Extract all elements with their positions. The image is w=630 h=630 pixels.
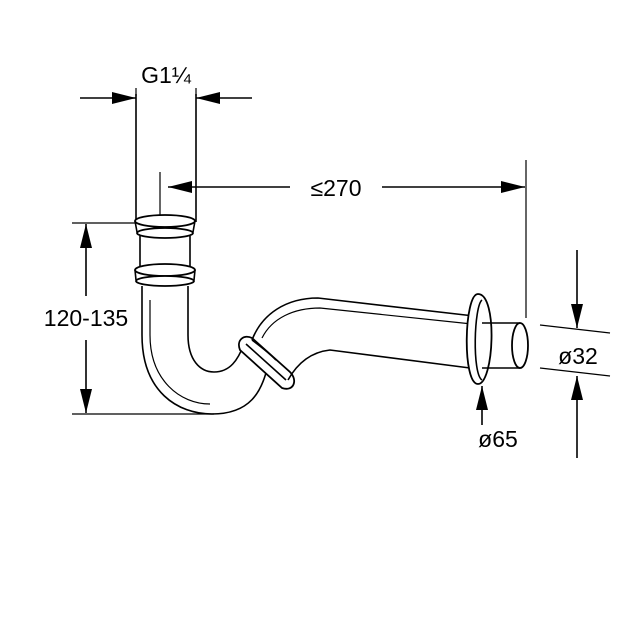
dimension-length <box>168 160 527 318</box>
pipe-end <box>482 322 529 369</box>
pipe-diameter-label: ø32 <box>558 343 598 369</box>
flange-diameter-label: ø65 <box>478 426 518 452</box>
length-label: ≤270 <box>311 175 362 201</box>
dimension-flange-diameter <box>476 386 488 425</box>
wall-rosette <box>465 293 493 385</box>
inlet-pipe <box>135 94 197 222</box>
dimension-thread <box>80 88 252 104</box>
height-label: 120-135 <box>44 305 128 331</box>
connection-nut <box>134 214 196 287</box>
dimension-pipe-diameter <box>539 250 611 458</box>
coupling-ring <box>238 335 296 390</box>
outlet-arm <box>251 297 475 381</box>
dimension-height <box>72 222 214 415</box>
thread-size-label: G1¼ <box>141 62 192 88</box>
